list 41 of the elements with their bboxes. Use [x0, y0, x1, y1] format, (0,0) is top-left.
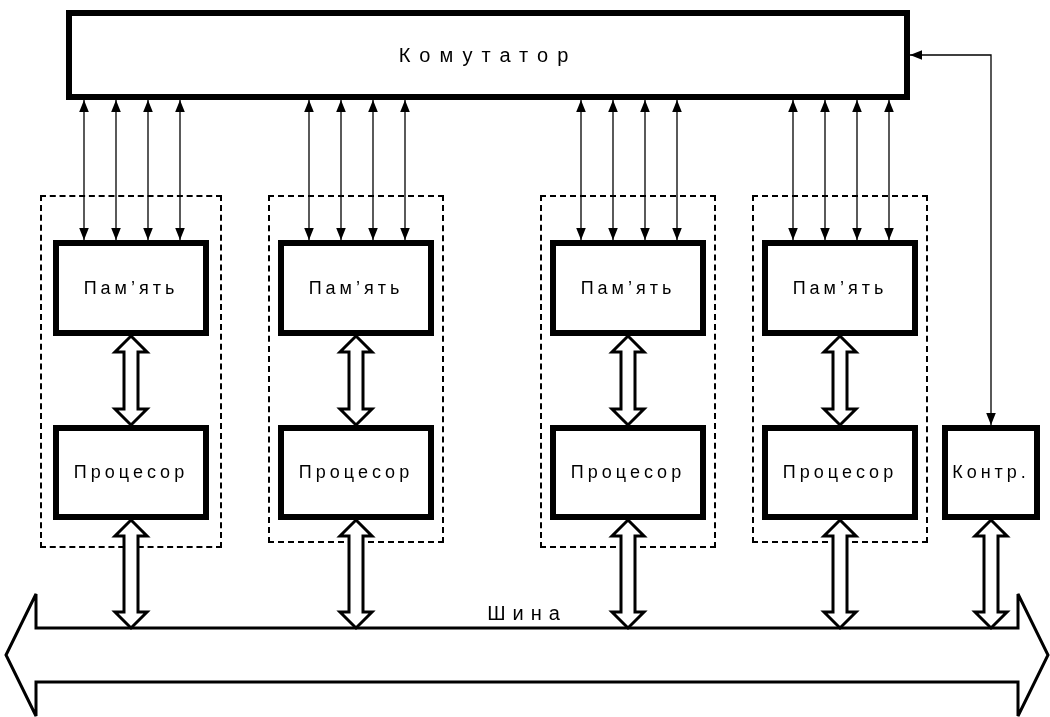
double-arrow	[111, 99, 121, 241]
memory-box: Пам’ять	[53, 240, 209, 336]
dashed-group-frame	[752, 195, 928, 543]
double-arrow	[336, 99, 346, 241]
double-arrow	[608, 99, 618, 241]
processor-box: Процесор	[53, 425, 209, 520]
double-arrow	[175, 99, 185, 241]
hollow-double-arrow	[608, 517, 648, 631]
double-arrow	[640, 99, 650, 241]
processor-box: Процесор	[550, 425, 706, 520]
double-arrow	[884, 99, 894, 241]
double-arrow	[852, 99, 862, 241]
memory-box: Пам’ять	[550, 240, 706, 336]
hollow-double-arrow	[336, 517, 376, 631]
dashed-group-frame	[40, 195, 222, 548]
double-arrow	[820, 99, 830, 241]
memory-box: Пам’ять	[278, 240, 434, 336]
hollow-double-arrow	[608, 333, 648, 428]
bus-label: Шина	[487, 602, 567, 625]
double-arrow	[576, 99, 586, 241]
dashed-group-frame	[268, 195, 444, 543]
hollow-double-arrow	[820, 517, 860, 631]
controller-box: Контр.	[942, 425, 1040, 520]
double-arrow	[672, 99, 682, 241]
double-arrow	[143, 99, 153, 241]
processor-box: Процесор	[762, 425, 918, 520]
hollow-double-arrow	[971, 517, 1011, 631]
switch-box: Комутатор	[66, 10, 910, 100]
double-arrow	[909, 50, 996, 426]
processor-box: Процесор	[278, 425, 434, 520]
hollow-double-arrow	[111, 517, 151, 631]
double-arrow	[400, 99, 410, 241]
double-arrow	[79, 99, 89, 241]
double-arrow	[304, 99, 314, 241]
hollow-double-arrow	[111, 333, 151, 428]
hollow-double-arrow	[336, 333, 376, 428]
double-arrow	[368, 99, 378, 241]
hollow-double-arrow	[820, 333, 860, 428]
memory-box: Пам’ять	[762, 240, 918, 336]
double-arrow	[788, 99, 798, 241]
dashed-group-frame	[540, 195, 716, 548]
